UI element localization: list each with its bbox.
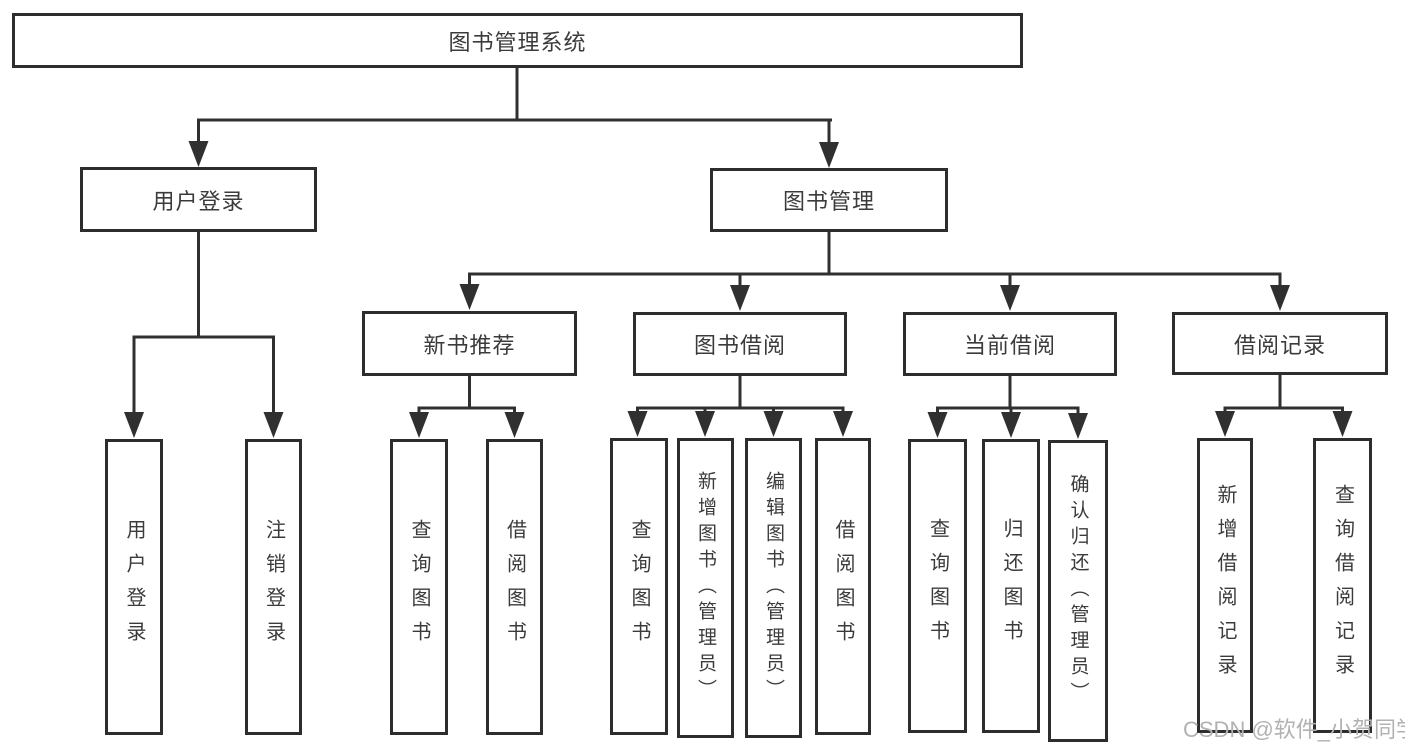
leaf-records-query-record-label: 查询借阅记录 <box>1331 483 1354 688</box>
node-user-login: 用户登录 <box>80 167 317 232</box>
leaf-newrec-query-books: 查询图书 <box>390 439 448 735</box>
leaf-user-login-label: 用户登录 <box>123 519 145 655</box>
leaf-records-add-record-label: 新增借阅记录 <box>1214 483 1236 688</box>
node-root: 图书管理系统 <box>12 13 1023 68</box>
arrowheads <box>124 141 1353 439</box>
leaf-current-return-books: 归还图书 <box>982 439 1040 733</box>
leaf-user-login: 用户登录 <box>105 439 163 735</box>
leaf-newrec-query-books-label: 查询图书 <box>408 519 430 655</box>
leaf-borrow-edit-books-admin: 编辑图书（管理员） <box>745 438 802 738</box>
node-current-borrow: 当前借阅 <box>903 312 1117 376</box>
leaf-current-query-books: 查询图书 <box>908 439 967 733</box>
leaf-newrec-borrow-books-label: 借阅图书 <box>503 519 526 655</box>
leaf-borrow-add-books-admin: 新增图书（管理员） <box>677 438 734 738</box>
leaf-records-add-record: 新增借阅记录 <box>1197 438 1253 733</box>
leaf-borrow-borrow-books-label: 借阅图书 <box>832 518 854 655</box>
node-new-book-recommend: 新书推荐 <box>362 311 577 376</box>
leaf-logout-label: 注销登录 <box>262 519 285 655</box>
leaf-borrow-query-books: 查询图书 <box>610 438 668 735</box>
leaf-logout: 注销登录 <box>245 439 302 735</box>
node-borrow-records: 借阅记录 <box>1172 312 1388 375</box>
leaf-current-confirm-return-admin-label: 确认归还（管理员） <box>1067 474 1089 708</box>
node-book-borrow: 图书借阅 <box>633 312 847 376</box>
leaf-current-query-books-label: 查询图书 <box>926 518 949 654</box>
leaf-current-confirm-return-admin: 确认归还（管理员） <box>1048 440 1108 742</box>
leaf-borrow-add-books-admin-label: 新增图书（管理员） <box>695 471 716 705</box>
leaf-newrec-borrow-books: 借阅图书 <box>486 439 543 735</box>
csdn-watermark: CSDN @软件_小贺同学 <box>1183 717 1405 742</box>
leaf-borrow-borrow-books: 借阅图书 <box>815 438 871 735</box>
node-book-management: 图书管理 <box>710 168 948 232</box>
leaf-records-query-record: 查询借阅记录 <box>1313 438 1372 733</box>
leaf-borrow-query-books-label: 查询图书 <box>628 518 650 655</box>
leaf-current-return-books-label: 归还图书 <box>1000 518 1022 654</box>
leaf-borrow-edit-books-admin-label: 编辑图书（管理员） <box>763 471 784 705</box>
